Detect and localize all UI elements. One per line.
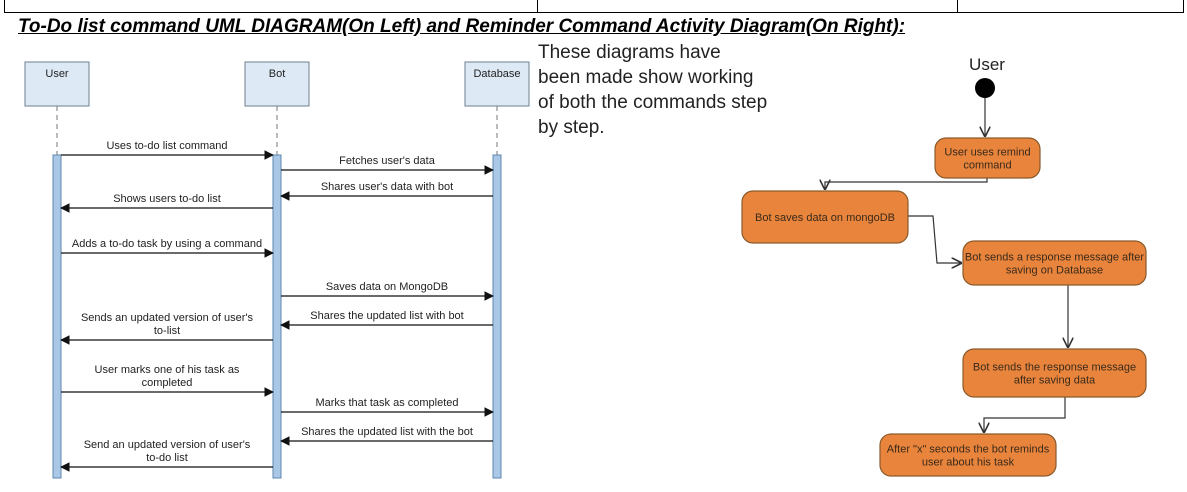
table-column-divider (537, 0, 538, 12)
message-label-6: Saves data on MongoDB (326, 281, 448, 293)
activity-node-a4 (962, 348, 1147, 398)
table-column-divider (957, 0, 958, 12)
message-label-4: Shows users to-do list (113, 193, 221, 205)
participant-box-db (464, 61, 530, 107)
activity-node-label-a5: After "x" seconds the bot reminds (887, 444, 1050, 456)
message-label-3: Shares user's data with bot (321, 181, 453, 193)
activity-node-label-a4: after saving data (1014, 375, 1096, 387)
message-label-8: to-list (154, 325, 180, 337)
activity-connector-5 (984, 397, 1066, 432)
table-border-strip (4, 0, 1184, 13)
activity-start-label: User (969, 55, 1005, 74)
activity-connector-2 (825, 178, 988, 189)
activity-node-a2 (741, 190, 909, 244)
message-label-1: Uses to-do list command (106, 140, 227, 152)
participant-box-user (24, 61, 90, 107)
page-heading: To-Do list command UML DIAGRAM(On Left) … (18, 16, 906, 37)
message-label-12: to-do list (146, 452, 188, 464)
activity-node-label-a5: user about his task (922, 457, 1015, 469)
message-label-10: Marks that task as completed (315, 397, 458, 409)
activity-node-a3 (962, 240, 1147, 286)
activity-node-a5 (879, 433, 1057, 477)
message-label-9: User marks one of his task as (95, 364, 240, 376)
activation-bar-user (52, 154, 62, 479)
activity-start-node (975, 78, 995, 98)
diagram-note: These diagrams have been made show worki… (538, 42, 768, 138)
activity-node-label-a2: Bot saves data on mongoDB (755, 212, 895, 224)
message-label-2: Fetches user's data (339, 155, 436, 167)
message-label-5: Adds a to-do task by using a command (72, 238, 262, 250)
participant-label-db: Database (473, 68, 520, 80)
participant-label-user: User (45, 68, 69, 80)
message-label-11: Shares the updated list with the bot (301, 426, 473, 438)
activation-bar-bot (272, 154, 282, 479)
message-label-8: Sends an updated version of user's (81, 312, 254, 324)
participant-label-bot: Bot (269, 68, 286, 80)
message-label-7: Shares the updated list with bot (310, 310, 463, 322)
message-label-9: completed (142, 377, 193, 389)
activity-node-label-a4: Bot sends the response message (973, 362, 1136, 374)
participant-box-bot (244, 61, 310, 107)
activity-node-a1 (934, 137, 1041, 179)
activity-node-label-a3: saving on Database (1006, 265, 1103, 277)
message-label-12: Send an updated version of user's (84, 439, 251, 451)
activation-bar-db (492, 154, 502, 479)
activity-node-label-a3: Bot sends a response message after (965, 252, 1144, 264)
activity-node-label-a1: User uses remind (944, 147, 1030, 159)
activity-connector-3 (908, 215, 961, 263)
activity-node-label-a1: command (963, 160, 1011, 172)
